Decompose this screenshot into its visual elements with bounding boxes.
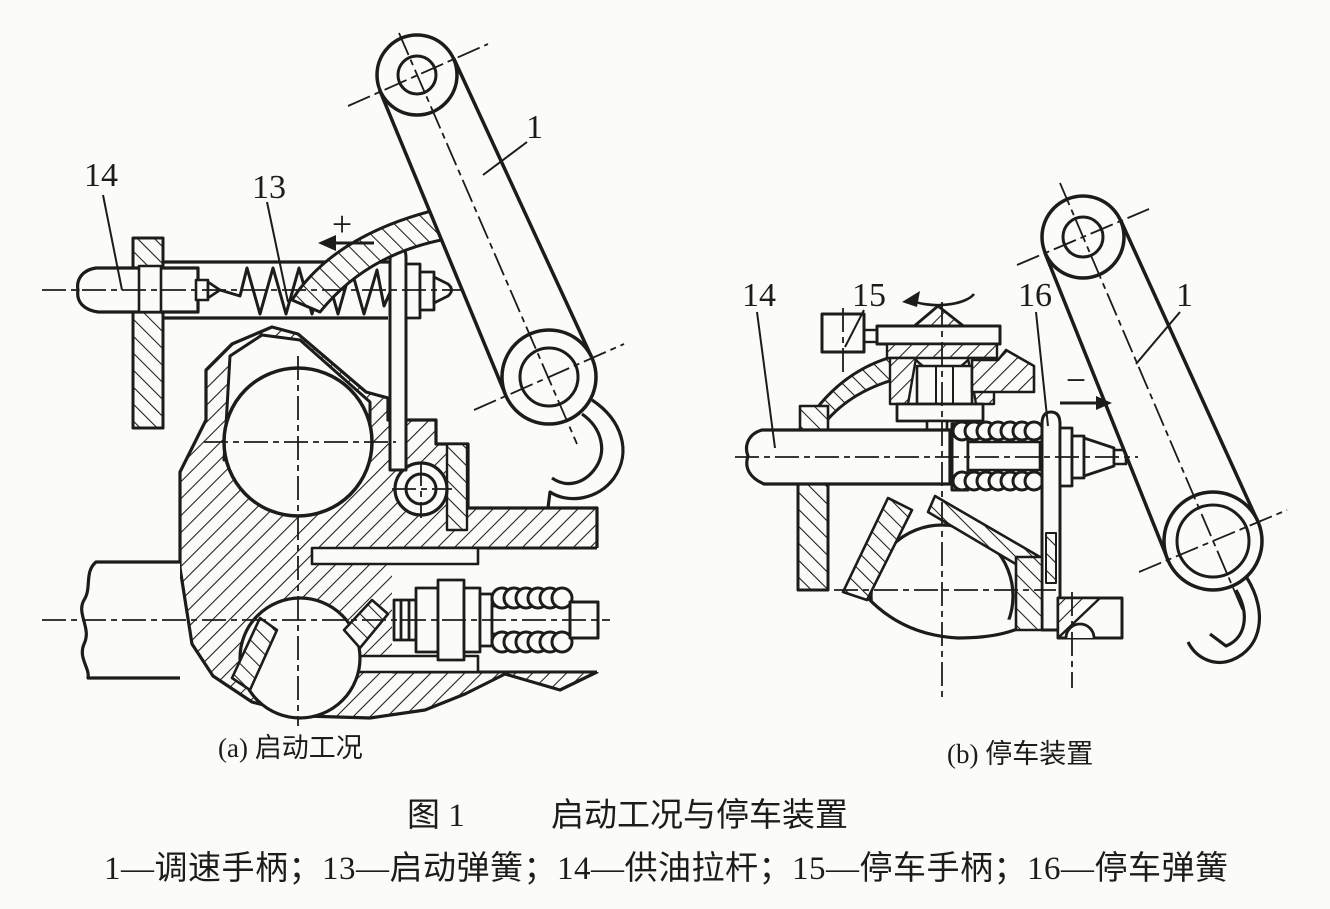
dome-wedge-right-a xyxy=(342,598,390,650)
left-arrow-a xyxy=(318,235,374,251)
centerlines-b xyxy=(735,182,1288,700)
leader-lines-a xyxy=(102,141,528,303)
spring-bracket xyxy=(388,244,408,472)
minus-sign-b: − xyxy=(1066,360,1086,400)
label-start-spring: 13 xyxy=(252,169,286,206)
dome-block-right-b xyxy=(1014,555,1044,632)
stop-spring-assembly xyxy=(950,410,1128,632)
guide-plate-top xyxy=(310,546,480,566)
figure-title-text: 启动工况与停车装置 xyxy=(551,797,848,834)
centerlines-a xyxy=(42,32,625,726)
label-stop-handle: 15 xyxy=(852,277,886,314)
caption-a: (a) 启动工况 xyxy=(218,733,363,763)
right-arrow-b xyxy=(1060,396,1112,410)
start-spring xyxy=(219,266,394,316)
plus-sign-a: + xyxy=(332,204,352,244)
dome-base-line xyxy=(864,594,1025,640)
idle-spring-coils xyxy=(490,586,600,654)
lever-hook-b xyxy=(1186,577,1261,664)
label-lever-a: 1 xyxy=(526,109,543,146)
diagram-b: − 14 15 16 1 xyxy=(735,182,1288,700)
arc-foot xyxy=(798,404,830,434)
label-fuel-rod-a: 14 xyxy=(84,157,118,194)
figure-title-number: 图 1 xyxy=(407,798,465,834)
figure-legend: 1—调速手柄；13—启动弹簧；14—供油拉杆；15—停车手柄；16—停车弹簧 xyxy=(104,850,1229,887)
governor-lever-a xyxy=(375,33,598,426)
caption-b: (b) 停车装置 xyxy=(947,739,1093,769)
dome-wedge-left-a xyxy=(230,616,279,692)
lower-bracket-b xyxy=(1056,596,1124,640)
diagram-a: + 14 13 1 xyxy=(42,32,625,726)
label-fuel-rod-b: 14 xyxy=(742,277,776,314)
dome-wedge-left-b xyxy=(841,496,914,602)
bearing-strip xyxy=(445,442,469,532)
label-stop-spring: 16 xyxy=(1018,277,1052,314)
support-post-b xyxy=(796,482,830,592)
lever-hook-a xyxy=(546,398,625,509)
rotation-arrow xyxy=(902,291,976,307)
leader-lines-b xyxy=(756,309,1181,449)
label-lever-b: 1 xyxy=(1176,277,1193,314)
